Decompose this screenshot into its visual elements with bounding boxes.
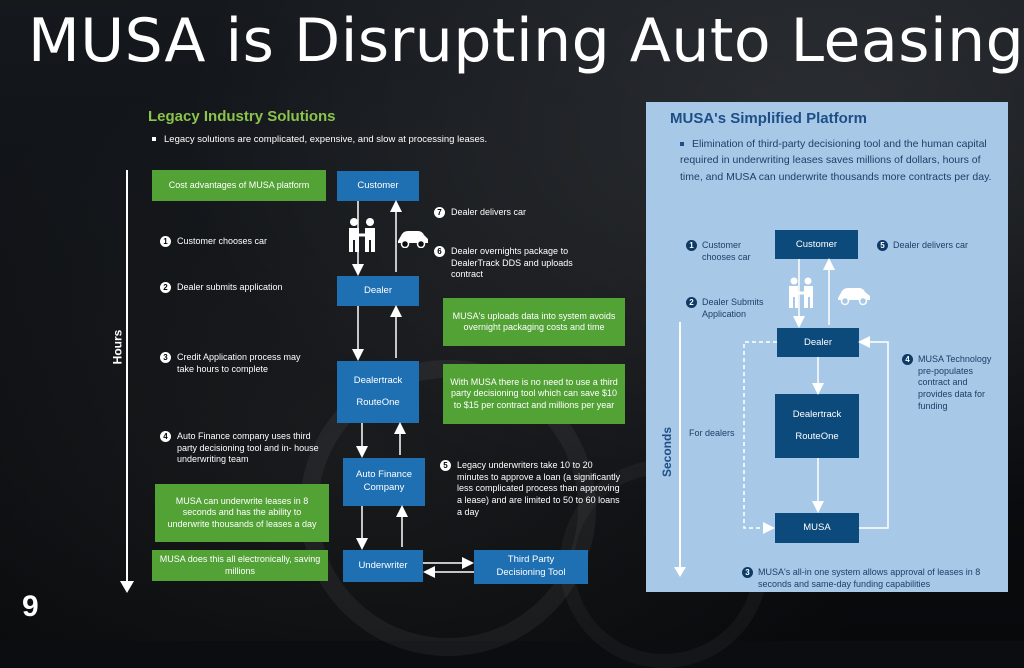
- customer-box: Customer: [337, 171, 419, 201]
- right-dealer-box: Dealer: [777, 328, 859, 357]
- handshake-icon: [349, 218, 375, 252]
- third-party-box: Third Party Decisioning Tool: [474, 550, 588, 584]
- step-text: MUSA's all-in one system allows approval…: [758, 567, 981, 589]
- right-dealer-label: Dealer: [804, 336, 832, 348]
- green-box-uploads: MUSA's uploads data into system avoids o…: [443, 298, 625, 346]
- dealer-box: Dealer: [337, 276, 419, 306]
- bullet-icon: [680, 142, 684, 147]
- left-step-2: 2 Dealer submits application: [160, 282, 283, 294]
- dealertrack-label: Dealertrack: [353, 375, 403, 387]
- left-heading: Legacy Industry Solutions: [148, 108, 336, 125]
- right-routeone-label: RouteOne: [795, 431, 839, 442]
- step-text: Customer chooses car: [702, 240, 751, 262]
- green-box-no-need: With MUSA there is no need to use a thir…: [443, 364, 625, 424]
- step-text: Customer chooses car: [177, 236, 268, 246]
- step-text: Credit Application process may take hour…: [177, 352, 301, 374]
- step-number: 4: [902, 354, 913, 365]
- left-step-7: 7 Dealer delivers car: [434, 207, 526, 219]
- dealer-label: Dealer: [364, 284, 392, 296]
- right-musa-label: MUSA: [803, 522, 831, 534]
- page-number: 9: [22, 590, 39, 623]
- step-text: Legacy underwriters take 10 to 20 minute…: [457, 460, 621, 517]
- right-step-1: 1 Customer chooses car: [686, 240, 766, 263]
- auto-finance-box: Auto Finance Company: [343, 458, 425, 506]
- car-icon: [398, 231, 428, 248]
- routeone-label: RouteOne: [356, 397, 400, 408]
- page-title: MUSA is Disrupting Auto Leasing: [28, 6, 1024, 76]
- right-car-icon: [838, 288, 870, 306]
- right-dealertrack-label: Dealertrack: [792, 409, 842, 421]
- step-text: Auto Finance company uses third party de…: [177, 431, 319, 465]
- seconds-axis-arrow-icon: [674, 567, 686, 577]
- third-party-label: Third Party Decisioning Tool: [496, 554, 566, 578]
- right-subtitle-text: Elimination of third-party decisioning t…: [680, 138, 992, 183]
- underwriter-box: Underwriter: [343, 550, 423, 582]
- left-subtitle-text: Legacy solutions are complicated, expens…: [164, 134, 488, 145]
- right-step-3: 3 MUSA's all-in one system allows approva…: [742, 567, 992, 590]
- bullet-icon: [152, 137, 156, 142]
- step-number: 2: [160, 282, 171, 293]
- right-subtitle: Elimination of third-party decisioning t…: [680, 136, 1000, 185]
- green-box-cost-advantages: Cost advantages of MUSA platform: [152, 170, 326, 201]
- left-step-3: 3 Credit Application process may take hou…: [160, 352, 320, 375]
- step-number: 6: [434, 246, 445, 257]
- step-number: 5: [877, 240, 888, 251]
- hours-axis-arrow-icon: [120, 581, 134, 593]
- right-musa-box: MUSA: [775, 513, 859, 543]
- underwriter-label: Underwriter: [358, 559, 408, 571]
- green-box-electronic: MUSA does this all electronically, savin…: [152, 550, 328, 581]
- step-number: 3: [160, 352, 171, 363]
- step-number: 1: [686, 240, 697, 251]
- step-number: 4: [160, 431, 171, 442]
- seconds-axis-line: [679, 322, 681, 570]
- step-text: Dealer delivers car: [893, 240, 969, 250]
- left-step-1: 1 Customer chooses car: [160, 236, 267, 248]
- step-text: Dealer Submits Application: [702, 297, 764, 319]
- right-dealertrack-box: Dealertrack RouteOne: [775, 394, 859, 458]
- left-step-5: 5 Legacy underwriters take 10 to 20 minut…: [440, 460, 626, 518]
- auto-finance-label: Auto Finance Company: [356, 469, 412, 493]
- step-text: Dealer delivers car: [451, 207, 527, 217]
- right-customer-box: Customer: [775, 230, 858, 259]
- step-number: 3: [742, 567, 753, 578]
- step-number: 2: [686, 297, 697, 308]
- right-step-4: 4 MUSA Technology pre-populates contract …: [902, 354, 998, 412]
- dealertrack-box: Dealertrack RouteOne: [337, 361, 419, 423]
- left-step-6: 6 Dealer overnights package to DealerTrac…: [434, 246, 584, 281]
- step-number: 5: [440, 460, 451, 471]
- step-text: Dealer submits application: [177, 282, 283, 292]
- step-text: MUSA Technology pre-populates contract a…: [918, 354, 992, 411]
- step-text: Dealer overnights package to DealerTrack…: [451, 246, 573, 280]
- right-step-5: 5 Dealer delivers car: [877, 240, 968, 252]
- right-heading: MUSA's Simplified Platform: [670, 110, 867, 127]
- step-number: 1: [160, 236, 171, 247]
- green-box-underwrite: MUSA can underwrite leases in 8 seconds …: [155, 484, 329, 542]
- right-handshake-icon: [789, 277, 813, 308]
- right-customer-label: Customer: [795, 238, 838, 250]
- right-step-2: 2 Dealer Submits Application: [686, 297, 776, 320]
- left-step-4: 4 Auto Finance company uses third party d…: [160, 431, 328, 466]
- for-dealers-label: For dealers: [689, 428, 735, 438]
- hours-axis-line: [126, 170, 128, 588]
- right-flow-arrows: [743, 258, 889, 534]
- step-number: 7: [434, 207, 445, 218]
- customer-label: Customer: [357, 179, 399, 191]
- left-subtitle: Legacy solutions are complicated, expens…: [152, 134, 487, 145]
